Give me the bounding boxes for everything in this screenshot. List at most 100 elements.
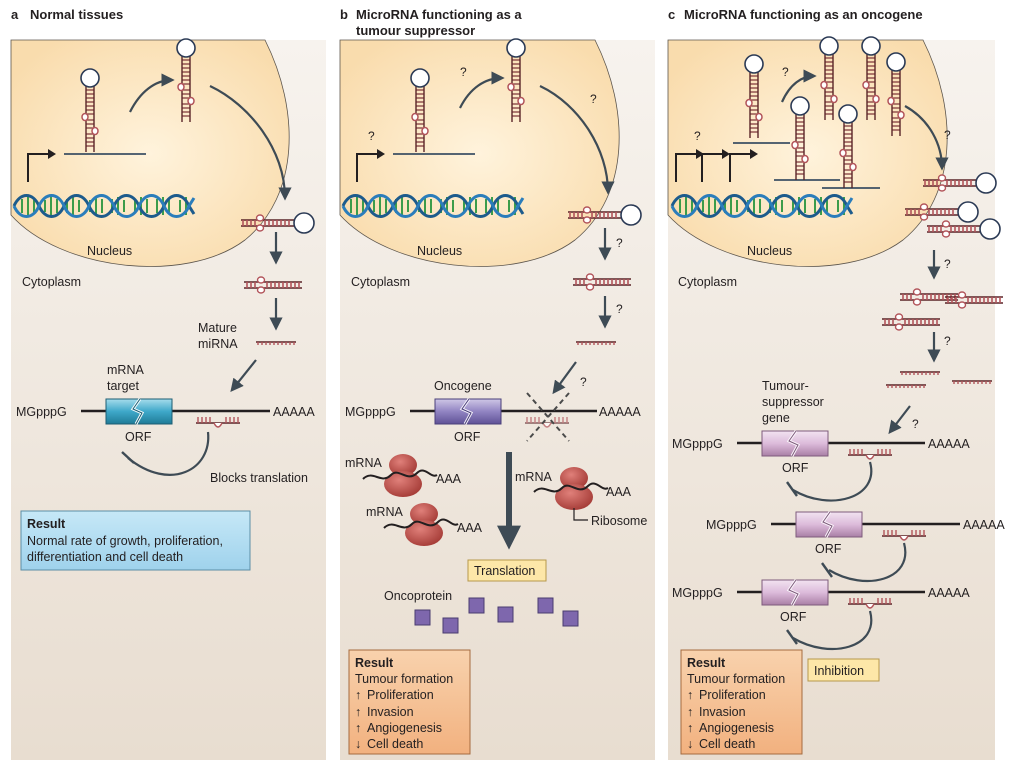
inhibition-arc-3	[792, 610, 873, 651]
panel-b-nucleus	[339, 39, 620, 267]
tsg-label-2: suppressor	[762, 395, 824, 409]
panel-a-letter: a	[11, 7, 19, 22]
targeting-arrow	[888, 405, 911, 435]
panel-c-cap-label-1: MGpppG	[672, 437, 723, 451]
panel-c-cap-label-2: MGpppG	[706, 518, 757, 532]
tsg-label-3: gene	[762, 411, 790, 425]
blocked-binding-cross	[526, 392, 570, 442]
targeting-arrow	[230, 359, 257, 393]
question-mark: ?	[944, 334, 951, 348]
promoter-icon-3	[729, 149, 758, 182]
up-arrow: ↑	[355, 705, 361, 719]
panel-b-title-2: tumour suppressor	[356, 23, 475, 38]
ribosome-label: Ribosome	[591, 514, 647, 528]
panel-b-orf-box	[434, 398, 502, 425]
down-arrow: ↓	[687, 737, 693, 751]
panel-b: b MicroRNA functioning as a tumour suppr…	[339, 7, 655, 760]
aaa-label-3: AAA	[606, 485, 632, 499]
inhibition-arc-1	[792, 461, 873, 502]
panel-a-nucleus-label: Nucleus	[87, 244, 132, 258]
inhibition-arc-2	[828, 542, 907, 583]
panel-b-cytoplasm-label: Cytoplasm	[351, 275, 410, 289]
oncoprotein-icons	[414, 597, 579, 634]
panel-c-orf-label-1: ORF	[782, 461, 809, 475]
mrna-target-label-2: target	[107, 379, 139, 393]
panel-c-cytoplasm-label: Cytoplasm	[678, 275, 737, 289]
translation-box: Translation	[467, 559, 547, 582]
question-mark: ?	[580, 375, 587, 389]
panel-c-orf-box-1	[761, 430, 829, 457]
panel-a-polya-label: AAAAA	[273, 405, 315, 419]
panel-a-result-line-2: differentiation and cell death	[27, 550, 183, 564]
panel-a-orf-box	[105, 398, 173, 425]
panel-c-result-line-5: Cell death	[699, 737, 755, 751]
question-mark: ?	[590, 92, 597, 106]
translation-label: Translation	[474, 564, 535, 578]
panel-c-result-line-4: Angiogenesis	[699, 721, 774, 735]
panel-b-result-title: Result	[355, 656, 394, 670]
up-arrow: ↑	[687, 705, 693, 719]
panel-b-result-line-3: Invasion	[367, 705, 414, 719]
panel-a-nucleus	[10, 39, 290, 267]
panel-a-title: Normal tissues	[30, 7, 123, 22]
panel-a: a Normal tissues Nucleus Cytoplasm Matur…	[10, 7, 326, 760]
panel-c-cap-label-3: MGpppG	[672, 586, 723, 600]
mature-mirna-label-2: miRNA	[198, 337, 238, 351]
panel-c-orf-box-3	[761, 579, 829, 606]
question-mark: ?	[782, 65, 789, 79]
question-mark: ?	[616, 302, 623, 316]
panel-b-result-line-4: Angiogenesis	[367, 721, 442, 735]
panel-b-result-line-5: Cell death	[367, 737, 423, 751]
aaa-label-2: AAA	[457, 521, 483, 535]
question-mark: ?	[912, 417, 919, 431]
panel-a-cap-label: MGpppG	[16, 405, 67, 419]
oncoprotein-label: Oncoprotein	[384, 589, 452, 603]
nuclear-export-arrow	[904, 105, 949, 171]
mrna-target-label-1: mRNA	[107, 363, 144, 377]
inhibition-arc	[127, 431, 210, 476]
blocks-translation-label: Blocks translation	[210, 471, 308, 485]
panel-b-orf-label: ORF	[454, 430, 481, 444]
targeting-arrow	[552, 361, 577, 395]
up-arrow: ↑	[687, 721, 693, 735]
panel-c-orf-label-2: ORF	[815, 542, 842, 556]
panel-c-result-line-2: Proliferation	[699, 688, 766, 702]
panel-c-title: MicroRNA functioning as an oncogene	[684, 7, 923, 22]
export-arrow	[780, 69, 817, 103]
panel-b-nucleus-label: Nucleus	[417, 244, 462, 258]
panel-c: c MicroRNA functioning as an oncogene ? …	[667, 7, 1005, 760]
panel-c-orf-box-2	[795, 511, 863, 538]
panel-b-result-line-2: Proliferation	[367, 688, 434, 702]
question-mark: ?	[694, 129, 701, 143]
question-mark: ?	[460, 65, 467, 79]
question-mark: ?	[944, 128, 951, 142]
mrna-label-2: mRNA	[366, 505, 403, 519]
panel-c-result-title: Result	[687, 656, 726, 670]
down-arrow: ↓	[355, 737, 361, 751]
panel-a-result-title: Result	[27, 517, 66, 531]
panel-c-polya-label-3: AAAAA	[928, 586, 970, 600]
question-mark: ?	[368, 129, 375, 143]
oncogene-label: Oncogene	[434, 379, 492, 393]
panel-a-result-line-1: Normal rate of growth, proliferation,	[27, 534, 223, 548]
up-arrow: ↑	[687, 688, 693, 702]
inhibition-label: Inhibition	[814, 664, 864, 678]
nuclear-export-arrow	[209, 85, 292, 201]
mrna-label-3: mRNA	[515, 470, 552, 484]
panel-c-letter: c	[668, 7, 675, 22]
panel-c-nucleus-label: Nucleus	[747, 244, 792, 258]
question-mark: ?	[944, 257, 951, 271]
panel-c-polya-label-1: AAAAA	[928, 437, 970, 451]
nuclear-export-arrow	[539, 85, 615, 195]
aaa-label-1: AAA	[436, 472, 462, 486]
inhibition-box: Inhibition	[807, 658, 880, 682]
panel-b-result-box: Result Tumour formation ↑ Proliferation …	[348, 649, 471, 755]
mrna-label-1: mRNA	[345, 456, 382, 470]
panel-a-orf-label: ORF	[125, 430, 152, 444]
panel-b-title-1: MicroRNA functioning as a	[356, 7, 522, 22]
panel-b-polya-label: AAAAA	[599, 405, 641, 419]
panel-c-result-line-3: Invasion	[699, 705, 746, 719]
question-mark: ?	[616, 236, 623, 250]
panel-c-polya-label-2: AAAAA	[963, 518, 1005, 532]
